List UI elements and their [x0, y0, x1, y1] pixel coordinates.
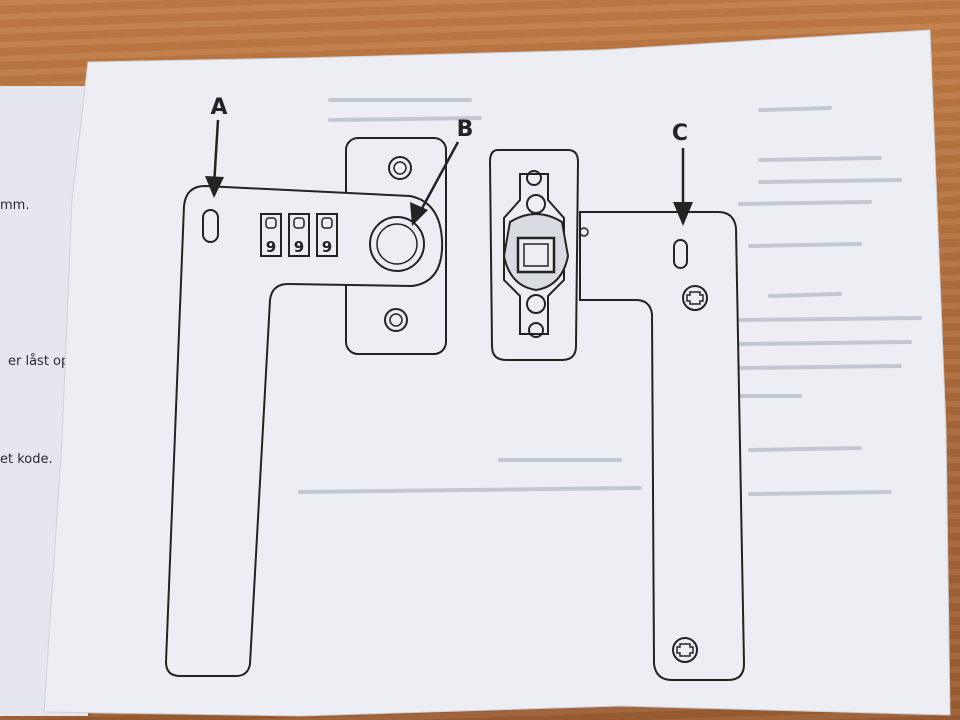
backplate-screw-hole-top [388, 156, 412, 180]
callout-label-c: C [672, 121, 688, 146]
right-handle-small-hole [579, 227, 589, 237]
lock-cylinder-button [369, 216, 425, 272]
callout-label-b: B [457, 117, 474, 142]
code-wheel-3 [316, 213, 338, 257]
faint-printed-text [298, 98, 922, 496]
handle-slot-c [673, 239, 688, 269]
arrow-down-icon [673, 202, 693, 226]
sheet-text-line-2: er låst op. [8, 354, 74, 369]
callout-c: C [672, 121, 693, 226]
backplate-screw-hole-bottom [384, 308, 408, 332]
callout-label-a: A [210, 95, 227, 120]
screw-icon [672, 637, 698, 663]
callout-a: A [205, 95, 228, 198]
sheet-text-line-3: et kode. [0, 452, 53, 467]
code-wheel-1 [260, 213, 282, 257]
callout-b: B [410, 117, 473, 226]
plate-hole-bottom-small [528, 322, 544, 338]
code-wheel-3-digit: 9 [322, 238, 332, 256]
arrow-down-left-icon [410, 202, 428, 226]
spindle-mounting-plate [488, 149, 580, 361]
sheet-text-line-1: mm. [0, 198, 30, 213]
arrow-down-icon [205, 176, 224, 198]
handle-slot-a [202, 209, 219, 243]
code-wheel-1-digit: 9 [266, 238, 276, 256]
plate-hole-top-small [526, 170, 542, 186]
screw-icon [682, 285, 708, 311]
plate-hole-bottom [526, 294, 546, 314]
code-wheel-2-digit: 9 [294, 238, 304, 256]
combination-code-wheels: 9 9 9 [260, 213, 338, 257]
code-wheel-2 [288, 213, 310, 257]
right-handle-lever [579, 211, 746, 681]
left-handle-lever [164, 184, 444, 677]
